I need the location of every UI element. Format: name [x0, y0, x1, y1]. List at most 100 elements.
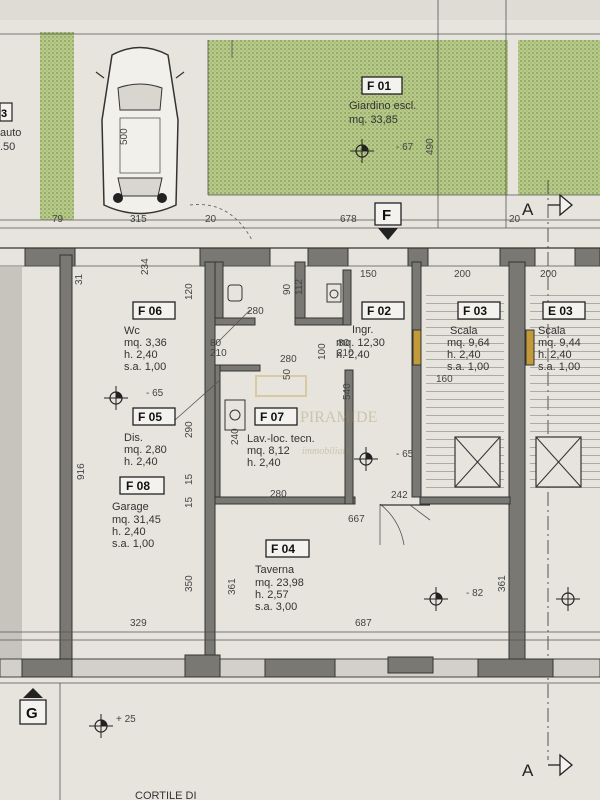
level-f04: - 82 — [466, 588, 484, 599]
room-name-f06: Wc — [124, 325, 140, 337]
dim-242: 242 — [391, 490, 408, 501]
top-area: 3 auto .50 500 F 01 Giardino escl. mq. 3… — [0, 0, 600, 760]
room-code-f06: F 06 — [138, 304, 162, 318]
dim-687: 687 — [355, 618, 372, 629]
facade-marker: F — [374, 202, 402, 240]
room-code-f02: F 02 — [367, 304, 391, 318]
room-area-f07: mq. 8,12 — [247, 445, 290, 457]
room-sa-f04: s.a. 3,00 — [255, 601, 297, 613]
room-tag-f01: F 01 — [361, 76, 403, 95]
level-marker-f07 — [354, 447, 378, 471]
dim-350: 350 — [184, 575, 195, 592]
dim-top-315: 315 — [130, 214, 147, 225]
dim-329: 329 — [130, 618, 147, 629]
watermark-subtext: immobiliare — [302, 446, 351, 457]
stair-f03 — [412, 290, 504, 490]
watermark-text: PIRAMIDE — [300, 409, 377, 426]
dim-top-20b: 20 — [509, 214, 521, 225]
dim-112: 112 — [294, 279, 305, 295]
room-area-f04: mq. 23,98 — [255, 577, 304, 589]
room-sa-f06: s.a. 1,00 — [124, 361, 166, 373]
dim-top-678: 678 — [340, 214, 357, 225]
room-height-f04: h. 2,57 — [255, 589, 289, 601]
room-tag-f04: F 04 — [265, 539, 310, 558]
car-icon — [95, 46, 185, 215]
section-label-top: A — [522, 200, 534, 219]
dim-280b: 280 — [280, 354, 297, 365]
partial-room-tag — [0, 102, 13, 122]
dim-234: 234 — [140, 258, 151, 275]
g-marker-label: G — [26, 705, 38, 722]
room-code-f07: F 07 — [260, 410, 284, 424]
room-code-f03: F 03 — [463, 304, 487, 318]
dim-361a: 361 — [227, 578, 238, 595]
room-area-f05: mq. 2,80 — [124, 444, 167, 456]
room-height-f06: h. 2,40 — [124, 349, 158, 361]
room-height-f08: h. 2,40 — [112, 526, 146, 538]
level-f07: - 65 — [396, 449, 414, 460]
room-area-e03: mq. 9,44 — [538, 337, 581, 349]
room-name-f04: Taverna — [255, 564, 295, 576]
room-tag-f06: F 06 — [132, 301, 176, 320]
room-name-f03: Scala — [450, 325, 478, 337]
room-tag-f07: F 07 — [254, 407, 298, 426]
dim-120: 120 — [184, 283, 195, 300]
dim-90: 90 — [282, 283, 293, 295]
dim-15a: 15 — [184, 473, 195, 485]
room-name-f07: Lav.-loc. tecn. — [247, 433, 315, 445]
room-code-e03: E 03 — [548, 304, 573, 318]
dim-210a: 210 — [210, 348, 227, 359]
garden-strip-left — [40, 32, 74, 220]
room-area-f02: mq. 12,30 — [336, 337, 385, 349]
dim-100: 100 — [317, 343, 328, 360]
room-code-f04: F 04 — [271, 542, 295, 556]
dim-31: 31 — [74, 273, 85, 285]
dim-361b: 361 — [497, 575, 508, 592]
garden-right — [518, 40, 600, 195]
room-name-f02: Ingr. — [352, 324, 373, 336]
level-marker-f01 — [350, 139, 374, 163]
level-marker-right — [556, 587, 580, 611]
facade-marker-label: F — [382, 207, 391, 224]
level-f01: - 67 — [396, 142, 414, 153]
room-tag-f03: F 03 — [457, 301, 501, 320]
dim-top-79: 79 — [52, 214, 64, 225]
stair-e03 — [525, 290, 600, 490]
dim-150: 150 — [360, 269, 377, 280]
level-marker-f05 — [104, 386, 128, 410]
room-name-f08: Garage — [112, 501, 149, 513]
bottom-area: G + 25 CORTILE DI A — [0, 682, 600, 800]
dim-50: 50 — [282, 368, 293, 380]
dim-240: 240 — [230, 428, 241, 445]
room-tag-f02: F 02 — [361, 301, 405, 320]
dim-top-20a: 20 — [205, 214, 217, 225]
watermark: PIRAMIDE immobiliare — [255, 375, 377, 457]
room-name-e03: Scala — [538, 325, 566, 337]
room-sa-e03: s.a. 1,00 — [538, 361, 580, 373]
dim-210b: 210 — [337, 348, 354, 359]
room-area-f08: mq. 31,45 — [112, 514, 161, 526]
room-height-f03: h. 2,40 — [447, 349, 481, 361]
partial-room-code: 3 — [1, 108, 7, 120]
section-label-bottom: A — [522, 761, 534, 780]
dim-540: 540 — [342, 383, 353, 400]
level-f05: - 65 — [146, 388, 164, 399]
garden-f01 — [208, 40, 508, 195]
dim-15b: 15 — [184, 496, 195, 508]
dim-290: 290 — [184, 421, 195, 438]
dim-916: 916 — [76, 463, 87, 480]
room-code-f05: F 05 — [138, 410, 162, 424]
room-sa-f03: s.a. 1,00 — [447, 361, 489, 373]
dim-667: 667 — [348, 514, 365, 525]
dim-160: 160 — [436, 374, 453, 385]
room-area-f03: mq. 9,64 — [447, 337, 490, 349]
room-sa-f08: s.a. 1,00 — [112, 538, 154, 550]
dim-80a: 80 — [210, 338, 222, 349]
room-area-f01: mq. 33,85 — [349, 114, 398, 126]
dim-200a: 200 — [454, 269, 471, 280]
level-marker-f04 — [424, 587, 448, 611]
room-height-f05: h. 2,40 — [124, 456, 158, 468]
level-marker-outside — [89, 714, 113, 738]
car-dimension: 500 — [119, 128, 130, 145]
